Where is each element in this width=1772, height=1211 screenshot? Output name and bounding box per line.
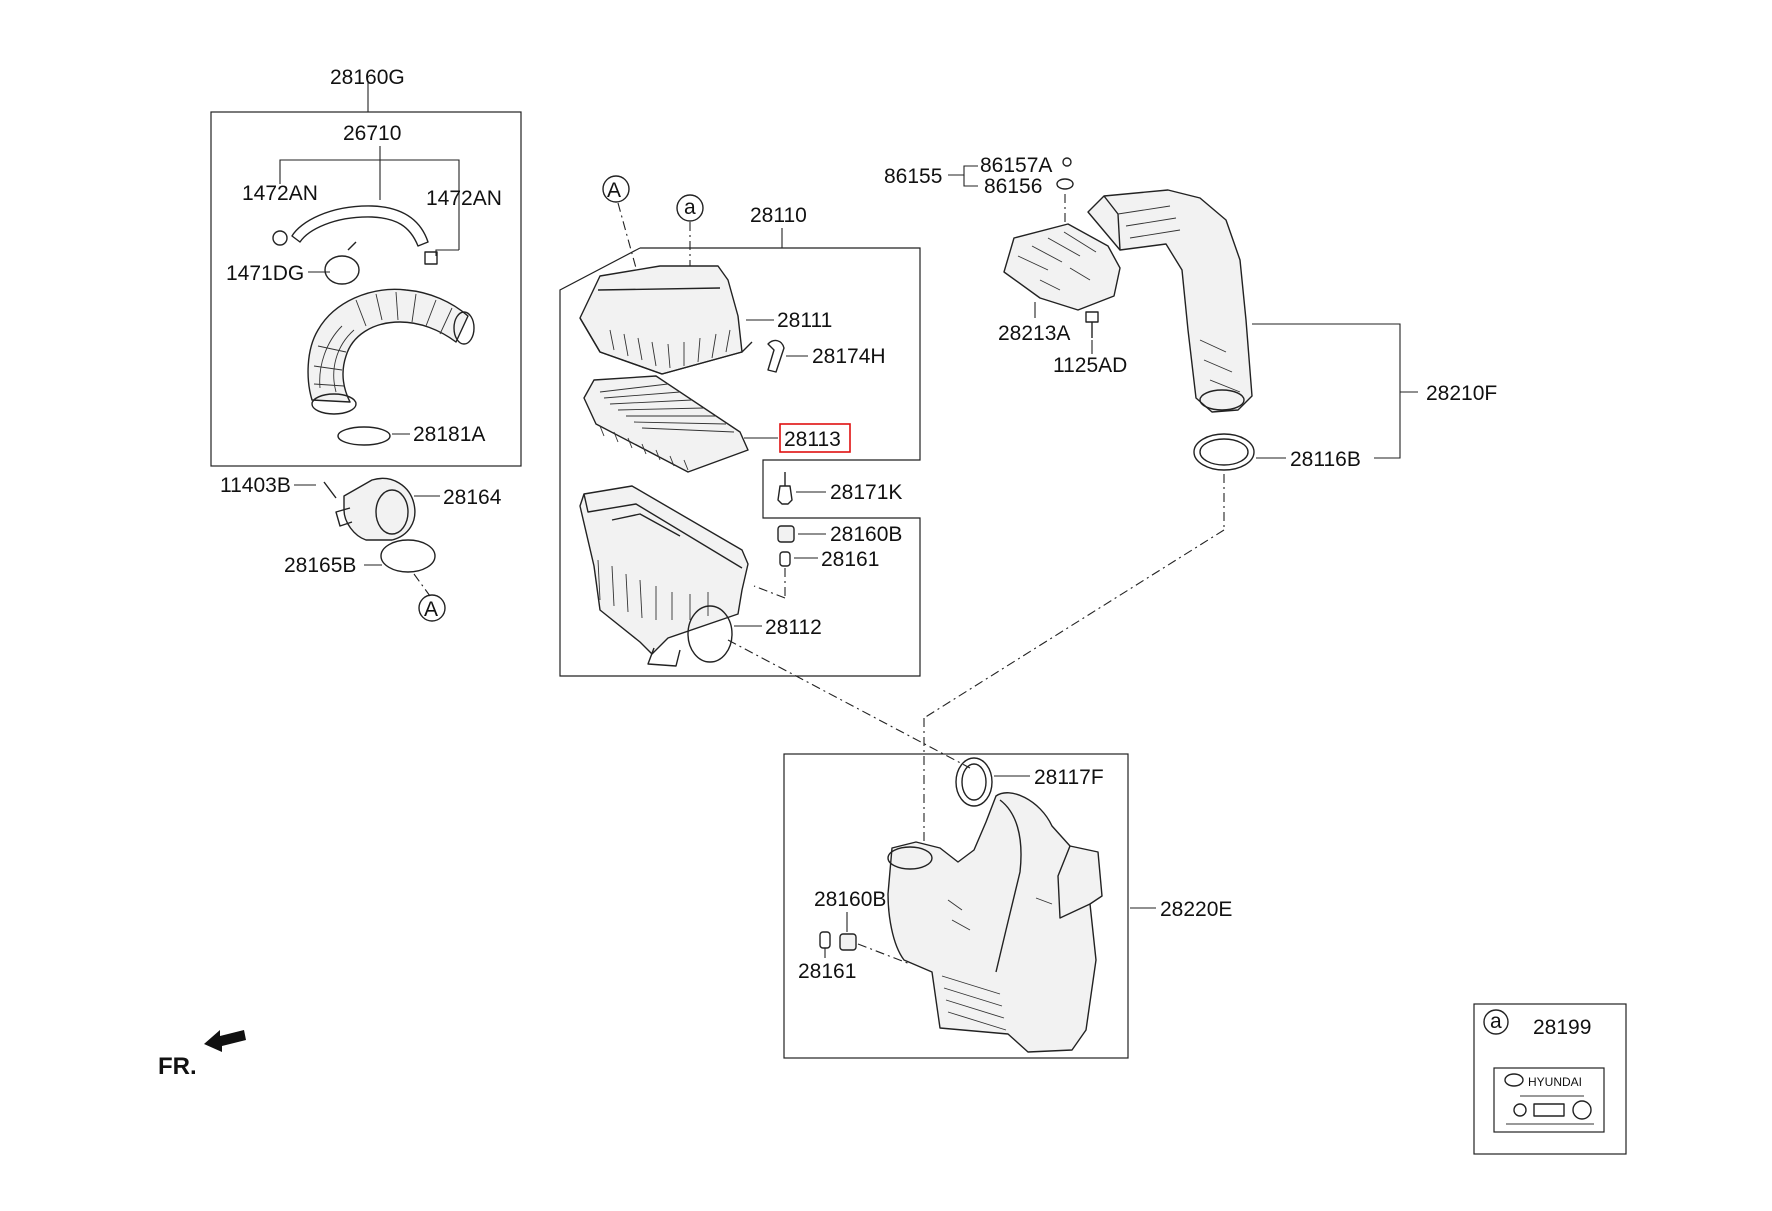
part-label-28116b[interactable]: 28116B: [1290, 448, 1361, 471]
hose-clamp-1472an-left[interactable]: [272, 230, 288, 246]
part-label-28161-bottom[interactable]: 28161: [798, 960, 856, 983]
label-brand: HYUNDAI: [1528, 1075, 1582, 1089]
clip-28174h[interactable]: [767, 339, 785, 373]
gasket-28116b[interactable]: [1193, 433, 1255, 471]
air-filter-element-28113[interactable]: [583, 375, 749, 473]
front-direction-arrow-icon: [204, 1030, 246, 1052]
part-label-28220e[interactable]: 28220E: [1160, 898, 1232, 921]
callout-a-lower-top[interactable]: a: [684, 196, 696, 219]
intake-28220e-inlet: [887, 846, 933, 870]
part-label-28210f[interactable]: 28210F: [1426, 382, 1497, 405]
group-28220e-intake: 28117F 28220E 28160B 28161: [783, 753, 1232, 1059]
group-28110-air-cleaner: A a 28110 28111 28174H: [559, 175, 921, 677]
label-box-28199-frame: [1473, 1003, 1627, 1155]
part-label-28113[interactable]: 28113: [784, 428, 841, 451]
air-cleaner-outlet: [687, 605, 733, 663]
part-label-1471dg[interactable]: 1471DG: [226, 262, 304, 285]
callout-circle-a-bottom: [418, 594, 446, 622]
pin-28161-bottom[interactable]: [819, 931, 831, 949]
part-label-1472an-left[interactable]: 1472AN: [242, 182, 318, 205]
bolt-28171k[interactable]: [777, 485, 793, 505]
callout-a-top[interactable]: A: [607, 179, 621, 202]
intake-hose-inlet: [453, 311, 475, 345]
group-box-28220e: [783, 753, 1129, 1059]
hose-clamp-1471dg[interactable]: [324, 255, 360, 285]
bolt-1125ad[interactable]: [1085, 311, 1099, 323]
pin-28161-top[interactable]: [779, 551, 791, 567]
front-direction-marker: FR.: [158, 1030, 246, 1080]
callout-a-label[interactable]: a: [1490, 1010, 1502, 1033]
screw-86157a[interactable]: [1062, 157, 1072, 167]
group-maf-sensor: 11403B 28164 28165B A: [220, 474, 502, 622]
resonator-28213a[interactable]: [1003, 223, 1121, 311]
part-label-86157a[interactable]: 86157A: [980, 154, 1052, 177]
callout-a-bottom[interactable]: A: [424, 598, 438, 621]
callout-circle-a-top: [602, 175, 630, 203]
group-box-28160g: [210, 111, 522, 467]
part-label-26710[interactable]: 26710: [343, 122, 401, 145]
part-label-28174h[interactable]: 28174H: [812, 345, 886, 368]
washer-86156[interactable]: [1056, 178, 1074, 190]
connection-lines: [727, 474, 1225, 868]
part-label-28111[interactable]: 28111: [777, 309, 832, 332]
callout-circle-a-lower-top: [676, 194, 704, 222]
intake-hose-outlet: [311, 393, 357, 415]
part-label-28161-top[interactable]: 28161: [821, 548, 879, 571]
hose-clamp-1472an-right[interactable]: [424, 251, 438, 265]
front-direction-label: FR.: [158, 1053, 197, 1080]
part-label-28117f[interactable]: 28117F: [1034, 766, 1104, 789]
grommet-28160b-bottom[interactable]: [839, 933, 857, 951]
part-label-28110[interactable]: 28110: [750, 204, 807, 227]
group-28160g: 28160G 26710 1472AN 1472AN 1471DG: [210, 66, 522, 467]
air-cleaner-cover-28111[interactable]: [579, 265, 743, 375]
part-label-28160b-top[interactable]: 28160B: [830, 523, 902, 546]
intake-hose-bellows[interactable]: [307, 288, 469, 403]
part-label-28171k[interactable]: 28171K: [830, 481, 902, 504]
part-label-86155[interactable]: 86155: [884, 165, 942, 188]
label-mark-icon: [1572, 1100, 1592, 1120]
hyundai-logo-icon: [1504, 1073, 1524, 1087]
vacuum-hose-26710[interactable]: [291, 205, 429, 247]
highlight-box-28113: [779, 423, 851, 453]
group-28210f-duct: 86155 86157A 86156 28213A 1125AD 28210F: [884, 154, 1497, 471]
grommet-28160b-top[interactable]: [777, 525, 795, 543]
part-label-28112[interactable]: 28112: [765, 616, 822, 639]
part-label-86156[interactable]: 86156: [984, 175, 1042, 198]
part-label-28213a[interactable]: 28213A: [998, 322, 1070, 345]
hose-clamp-28181a[interactable]: [337, 426, 391, 446]
emission-label-28199[interactable]: [1493, 1067, 1605, 1133]
screw-11403b[interactable]: [323, 481, 337, 499]
label-seal-icon: [1513, 1103, 1527, 1117]
callout-circle-a-label: [1483, 1009, 1509, 1035]
part-label-11403b[interactable]: 11403B: [220, 474, 291, 497]
maf-sensor-28164[interactable]: [343, 477, 416, 541]
intake-duct-28210f[interactable]: [1087, 189, 1253, 413]
part-label-28165b[interactable]: 28165B: [284, 554, 356, 577]
part-label-28160b-bottom[interactable]: 28160B: [814, 888, 886, 911]
gasket-28165b[interactable]: [380, 539, 436, 573]
part-label-28199[interactable]: 28199: [1533, 1016, 1591, 1039]
gasket-28117f[interactable]: [955, 757, 993, 807]
part-label-1125ad[interactable]: 1125AD: [1053, 354, 1127, 377]
group-box-28110: [559, 247, 921, 677]
part-label-28160g[interactable]: 28160G: [330, 66, 405, 89]
air-cleaner-body-28112[interactable]: [579, 485, 749, 655]
part-label-28164[interactable]: 28164: [443, 486, 502, 509]
part-label-28181a[interactable]: 28181A: [413, 423, 485, 446]
label-box-28199: a 28199 HYUNDAI: [1473, 1003, 1627, 1155]
air-intake-28220e[interactable]: [887, 792, 1103, 1053]
part-label-1472an-right[interactable]: 1472AN: [426, 187, 502, 210]
